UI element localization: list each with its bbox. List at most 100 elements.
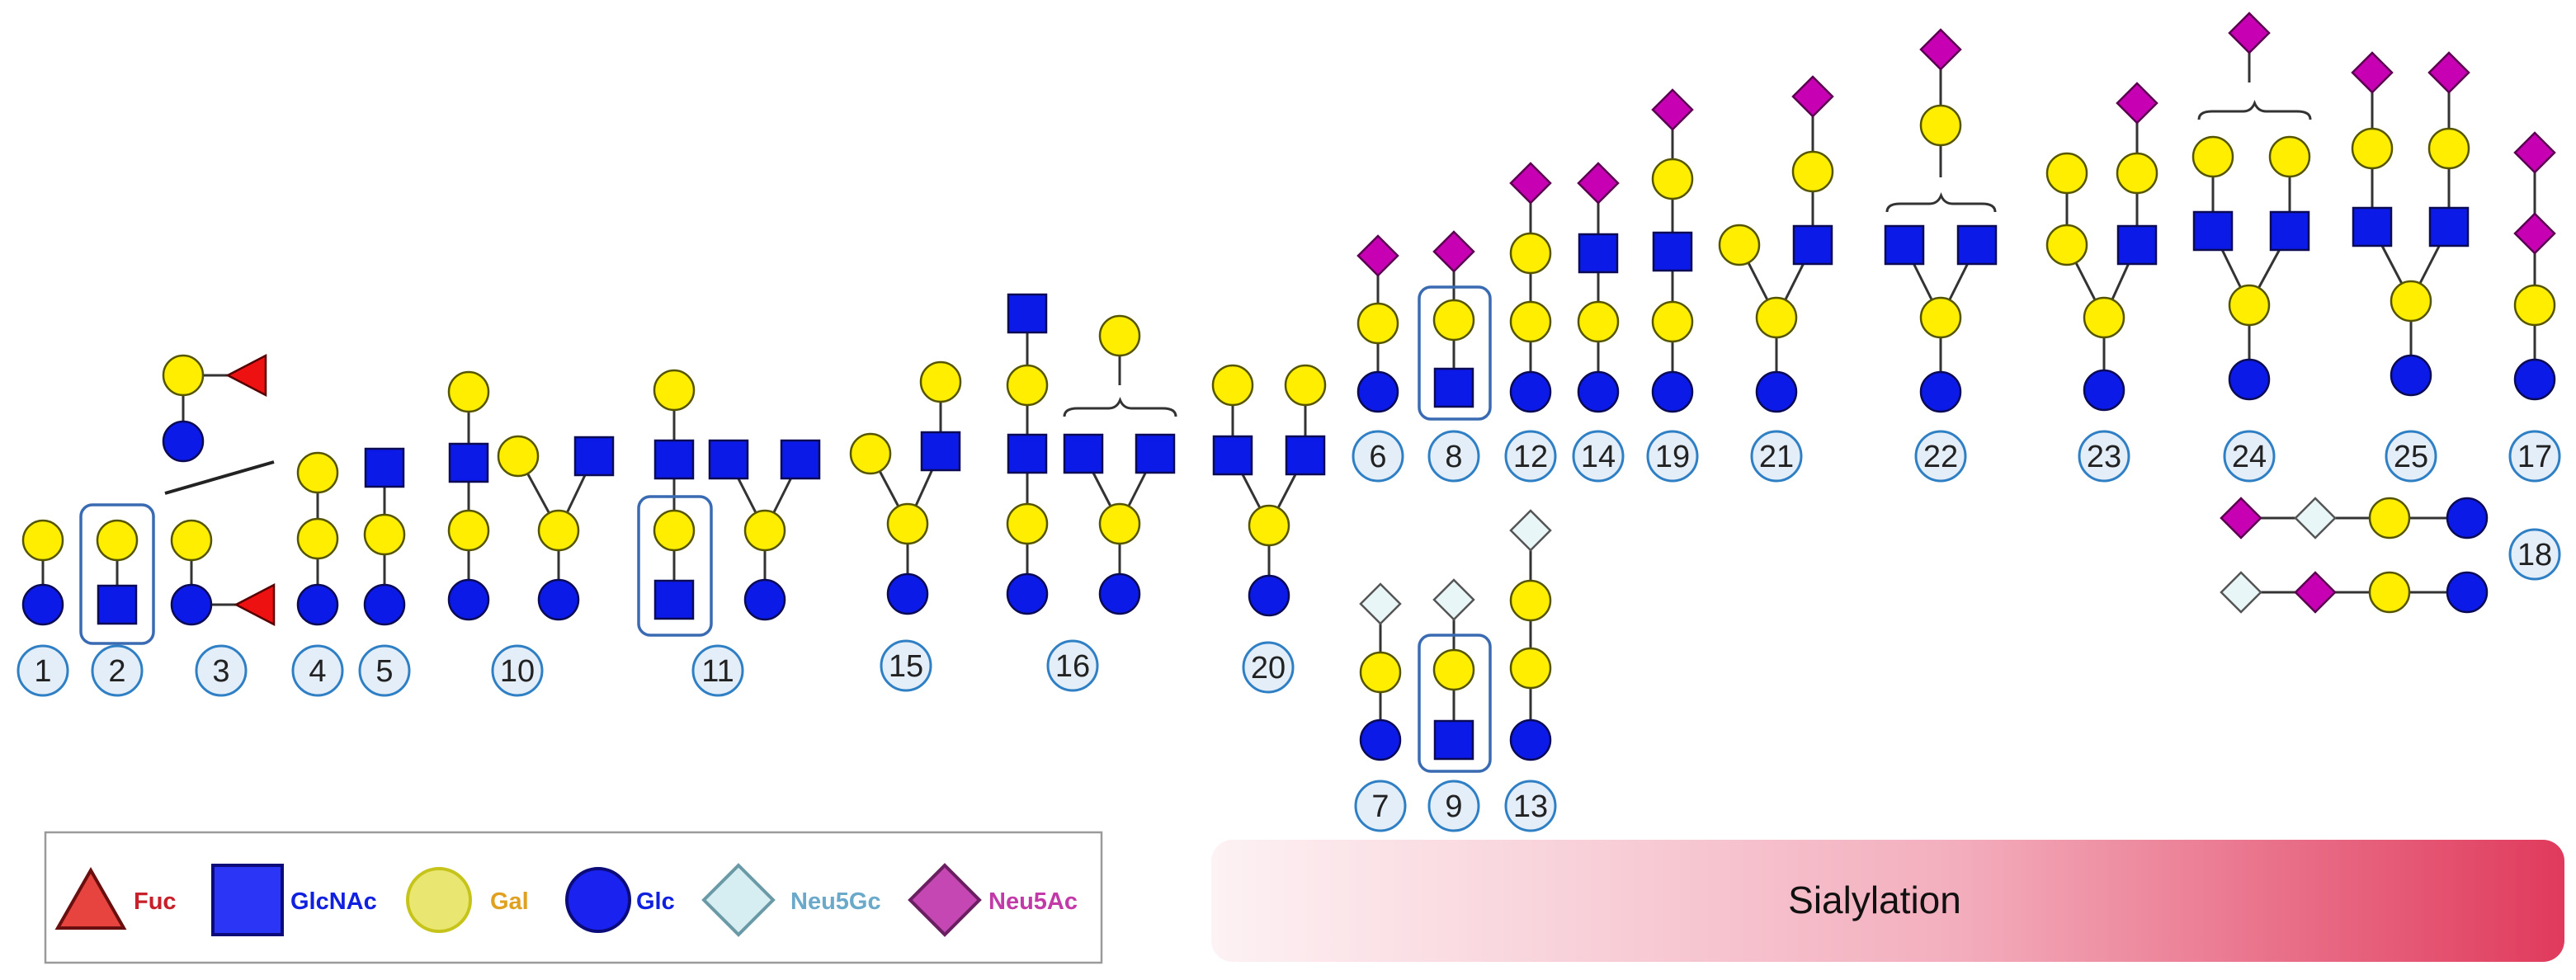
neu5ac-icon xyxy=(2220,497,2262,539)
structure-number: 9 xyxy=(1445,789,1462,824)
glcnac-icon xyxy=(1212,435,1253,476)
glucose-icon xyxy=(1755,370,1798,413)
structure-number: 23 xyxy=(2087,440,2121,474)
structure-number: 1 xyxy=(34,654,51,689)
neu5ac-icon xyxy=(2513,131,2556,174)
glcnac-icon xyxy=(1007,293,1048,334)
glcnac-icon xyxy=(1433,367,1474,408)
galactose-icon xyxy=(1509,647,1552,690)
galactose-icon xyxy=(1211,364,1254,407)
neu5ac-icon xyxy=(2228,12,2271,54)
glucose-icon xyxy=(537,578,580,621)
glcnac-icon xyxy=(2428,206,2470,247)
structure-number: 15 xyxy=(889,649,923,684)
glucose-icon xyxy=(2513,358,2556,401)
structure-label-circle xyxy=(491,644,544,697)
structure-label-18: 18 xyxy=(2508,528,2561,581)
structure-number: 13 xyxy=(1513,789,1548,824)
galactose-icon xyxy=(1006,502,1049,545)
structure-label-22: 22 xyxy=(1914,430,1967,483)
legend-label-glc: Glc xyxy=(636,888,675,915)
branch-brace xyxy=(2197,99,2312,120)
structure-number: 18 xyxy=(2517,538,2552,572)
galactose-icon xyxy=(1791,150,1834,193)
glucose-icon xyxy=(1509,719,1552,761)
structure-label-23: 23 xyxy=(2078,430,2130,483)
neu5gc-icon xyxy=(2220,571,2262,614)
structure-label-circle xyxy=(1572,430,1625,483)
galactose-icon xyxy=(1098,502,1141,545)
neu5ac-icon xyxy=(908,863,982,937)
glcnac-icon xyxy=(1135,433,1176,474)
neu5ac-icon xyxy=(1791,75,1834,118)
legend-label-fuc: Fuc xyxy=(134,888,177,915)
galactose-icon xyxy=(653,509,696,552)
structure-label-circle xyxy=(1354,780,1407,832)
glcnac-icon xyxy=(211,864,284,936)
galactose-icon xyxy=(2427,127,2470,170)
glucose-icon xyxy=(363,583,406,626)
structure-label-circle xyxy=(691,644,744,697)
structure-label-11: 11 xyxy=(691,644,744,697)
glcnac-icon xyxy=(708,439,749,480)
galactose-icon xyxy=(497,435,540,478)
structure-label-circle xyxy=(1427,780,1480,832)
structure-label-13: 13 xyxy=(1504,780,1557,832)
structure-label-3: 3 xyxy=(195,644,248,697)
structure-number: 8 xyxy=(1445,440,1462,474)
galactose-icon xyxy=(743,509,786,552)
structure-number: 22 xyxy=(1923,440,1958,474)
neu5ac-icon xyxy=(1577,162,1620,205)
galactose-icon xyxy=(447,370,490,413)
glcnac-icon xyxy=(448,442,489,483)
structure-number: 7 xyxy=(1371,789,1389,824)
structure-number: 17 xyxy=(2517,440,2552,474)
glucose-icon xyxy=(886,572,929,615)
legend-label-gal: Gal xyxy=(490,888,529,915)
sialylation-band: Sialylation xyxy=(1211,840,2564,962)
galactose-icon xyxy=(1356,302,1399,345)
galactose-icon xyxy=(919,360,962,403)
galactose-icon xyxy=(1755,296,1798,339)
glucose-icon xyxy=(2446,497,2489,539)
neu5gc-icon xyxy=(701,863,776,937)
glcnac-icon xyxy=(1285,435,1326,476)
fucose-icon xyxy=(225,353,267,398)
neu5ac-icon xyxy=(2351,51,2394,94)
galactose-icon xyxy=(886,502,929,545)
glucose-icon xyxy=(21,583,64,626)
glcnac-icon xyxy=(364,447,405,488)
galactose-icon xyxy=(1432,648,1475,691)
galactose-icon xyxy=(1432,299,1475,342)
structure-label-circle xyxy=(1242,641,1295,694)
branch-brace xyxy=(1063,396,1177,417)
glcnac-icon xyxy=(1433,719,1474,761)
structure-number: 24 xyxy=(2232,440,2267,474)
structure-number: 10 xyxy=(500,654,535,689)
galactose-icon xyxy=(1248,504,1290,547)
structure-label-7: 7 xyxy=(1354,780,1407,832)
structure-number: 11 xyxy=(701,654,734,689)
glcnac-icon xyxy=(1652,231,1693,272)
structure-label-circle xyxy=(91,644,144,697)
glcnac-icon xyxy=(1007,433,1048,474)
glucose-icon xyxy=(1509,370,1552,413)
galactose-icon xyxy=(537,509,580,552)
structure-label-20: 20 xyxy=(1242,641,1295,694)
glcnac-icon xyxy=(2116,224,2158,266)
structure-label-circle xyxy=(1504,430,1557,483)
neu5ac-icon xyxy=(2116,82,2158,125)
neu5ac-icon xyxy=(1432,230,1475,273)
structure-label-8: 8 xyxy=(1427,430,1480,483)
structure-label-circle xyxy=(1046,639,1099,692)
neu5gc-icon xyxy=(2294,497,2337,539)
galactose-icon xyxy=(2083,296,2125,339)
structure-label-4: 4 xyxy=(291,644,344,697)
structure-label-10: 10 xyxy=(491,644,544,697)
structure-label-circle xyxy=(291,644,344,697)
branch-brace xyxy=(1885,191,1997,213)
galactose-icon xyxy=(1284,364,1327,407)
